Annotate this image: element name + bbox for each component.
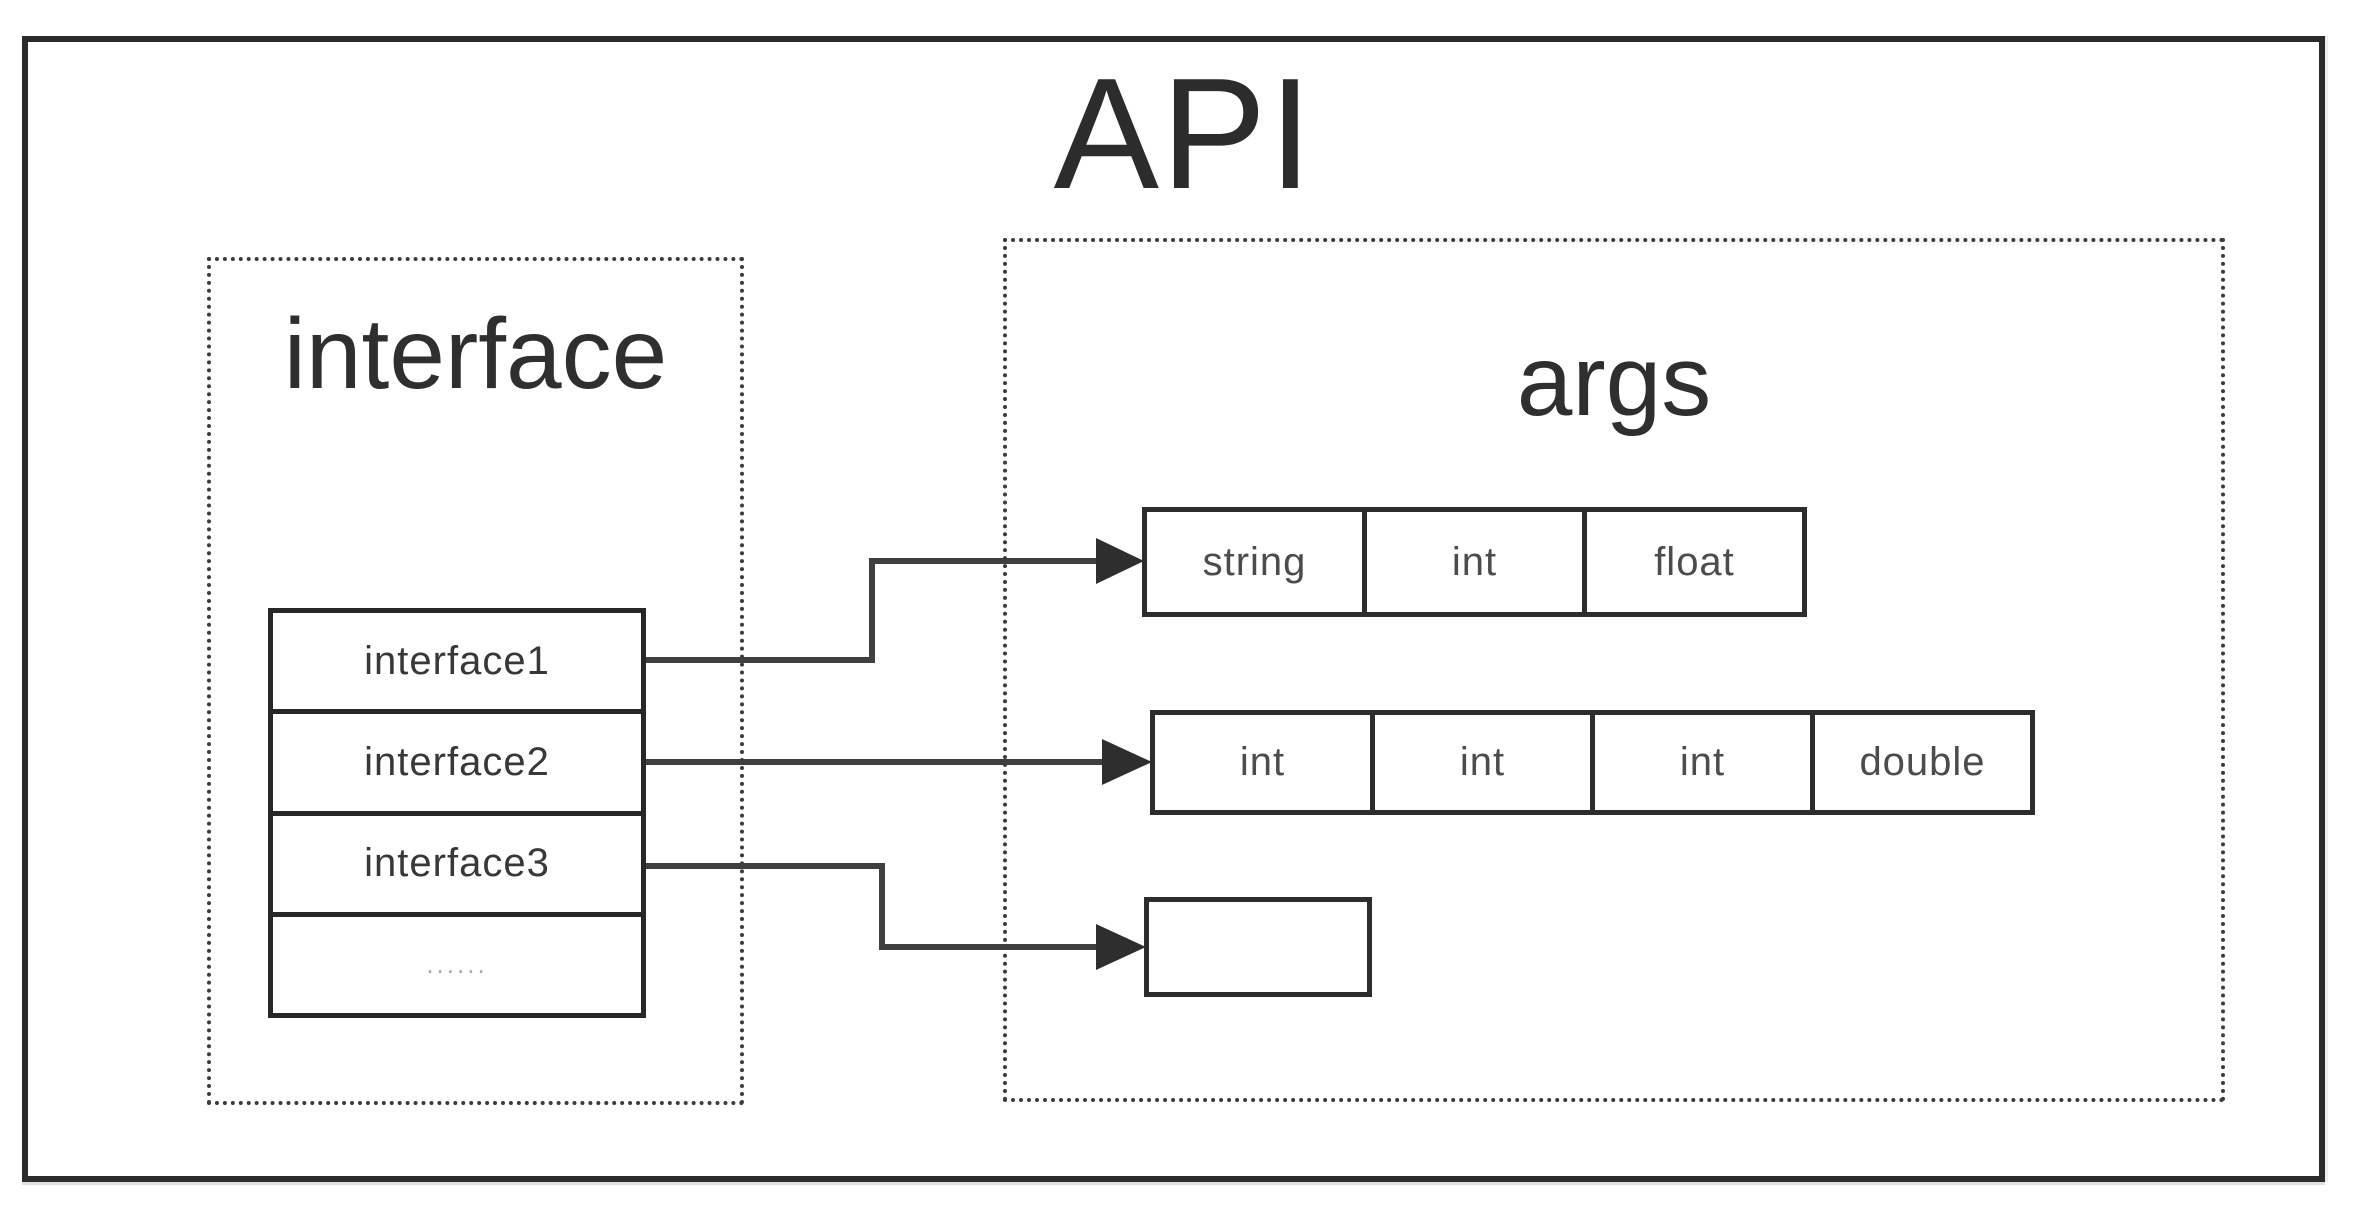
args-row-2-cell-3: int xyxy=(1590,715,1810,810)
interface-stack-row-2: interface2 xyxy=(273,709,641,810)
args-panel: args xyxy=(1003,238,2225,1102)
interface-panel-label: interface xyxy=(283,298,668,410)
args-panel-label: args xyxy=(1516,325,1712,437)
interface-stack-row-1-label: interface1 xyxy=(364,638,550,683)
args-row-3-cell-1 xyxy=(1149,902,1367,992)
interface-stack-row-2-label: interface2 xyxy=(364,739,550,784)
args-row-1-cell-2: int xyxy=(1362,512,1582,612)
diagram-title: API xyxy=(1053,46,1315,222)
interface-stack-row-3-label: interface3 xyxy=(364,841,550,886)
args-row-1-cell-3: float xyxy=(1582,512,1802,612)
args-row-3 xyxy=(1144,897,1372,997)
args-row-1-cell-1: string xyxy=(1202,539,1307,584)
interface-stack-row-ellipsis: ...... xyxy=(273,911,641,1013)
interface-stack: interface1 interface2 interface3 ...... xyxy=(268,608,646,1018)
interface-stack-row-1: interface1 xyxy=(273,613,641,709)
args-row-2-cell-4: double xyxy=(1810,715,2030,810)
interface-stack-row-3: interface3 xyxy=(273,810,641,912)
args-row-2-cell-2: int xyxy=(1370,715,1590,810)
interface-panel: interface xyxy=(207,257,744,1105)
args-row-1: string int float xyxy=(1142,507,1807,617)
args-row-2: int int int double xyxy=(1150,710,2035,815)
ellipsis-label: ...... xyxy=(426,949,488,980)
args-row-2-cell-1: int xyxy=(1239,740,1286,784)
